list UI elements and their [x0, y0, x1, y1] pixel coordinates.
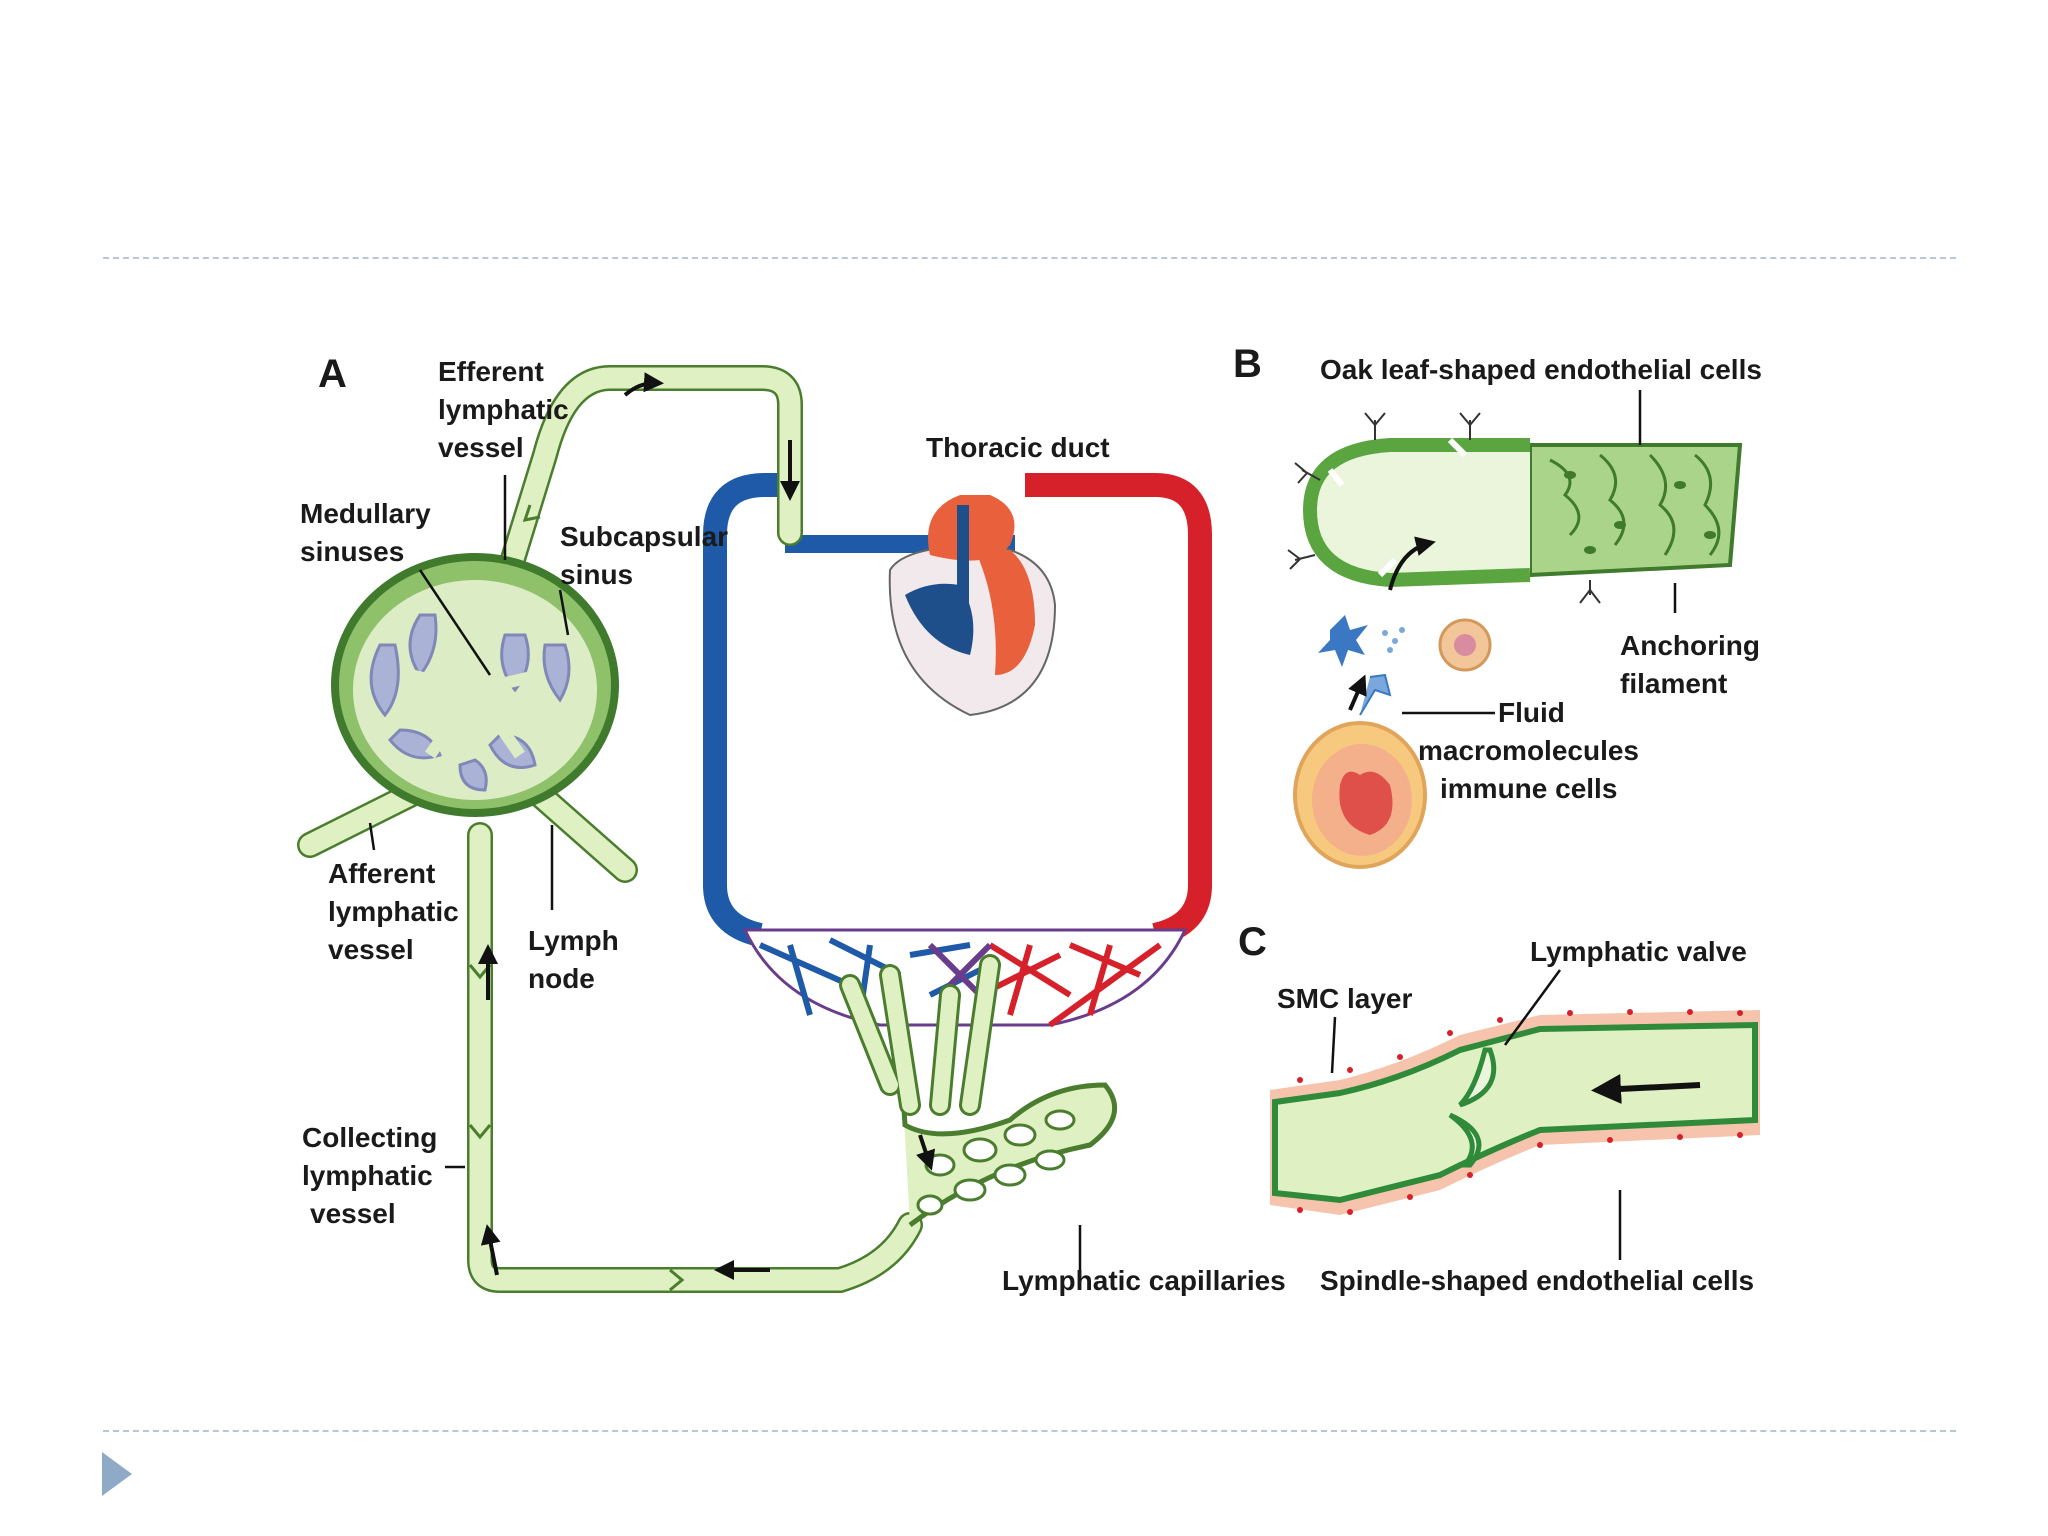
venous-vessel — [703, 473, 785, 947]
panel-b: B Oak leaf-shaped endothelial cells — [1233, 345, 1762, 869]
interstitial-cells — [1293, 615, 1492, 869]
efferent-duct-path — [494, 367, 801, 596]
initial-lymphatic-vessel — [1287, 412, 1743, 604]
label-anchoring-1: Anchoring — [1620, 630, 1760, 661]
label-thoracic-duct: Thoracic duct — [926, 432, 1110, 463]
label-efferent-2: lymphatic — [438, 394, 569, 425]
lymphatic-system-diagram: A Efferent lymphatic vessel Medullary si… — [297, 345, 1762, 1296]
label-smc-layer: SMC layer — [1277, 983, 1412, 1014]
lymphatic-capillaries — [839, 954, 1117, 1228]
top-divider — [103, 257, 1956, 259]
flow-direction-arrow — [1591, 1073, 1701, 1104]
panel-b-leaders — [1402, 390, 1677, 715]
label-collecting-1: Collecting — [302, 1122, 437, 1153]
lymph-node — [331, 553, 619, 817]
afferent-vessel-right — [529, 784, 636, 881]
label-medullary-2: sinuses — [300, 536, 404, 567]
heart — [785, 495, 1057, 717]
panel-a: A Efferent lymphatic vessel Medullary si… — [297, 352, 1286, 1296]
label-afferent-1: Afferent — [328, 858, 435, 889]
label-afferent-3: vessel — [328, 934, 414, 965]
label-medullary-1: Medullary — [300, 498, 431, 529]
label-lymph-node-1: Lymph — [528, 925, 619, 956]
label-spindle-shaped: Spindle-shaped endothelial cells — [1320, 1265, 1754, 1296]
label-subcapsular-2: sinus — [560, 559, 633, 590]
bottom-divider — [103, 1430, 1956, 1432]
label-efferent-3: vessel — [438, 432, 524, 463]
label-subcapsular-1: Subcapsular — [560, 521, 728, 552]
dendritic-cell — [1318, 615, 1368, 667]
label-lymphatic-capillaries: Lymphatic capillaries — [1002, 1265, 1286, 1296]
valve-leaflet-bottom — [1448, 1112, 1482, 1168]
label-afferent-2: lymphatic — [328, 896, 459, 927]
label-collecting-2: lymphatic — [302, 1160, 433, 1191]
panel-a-leaders — [368, 475, 1082, 1280]
label-lymphatic-valve: Lymphatic valve — [1530, 936, 1747, 967]
panel-c-letter: C — [1238, 920, 1267, 964]
valve-leaflet-top — [1458, 1047, 1497, 1108]
play-triangle-icon[interactable] — [102, 1452, 132, 1496]
label-collecting-3: vessel — [310, 1198, 396, 1229]
label-oak-leaf: Oak leaf-shaped endothelial cells — [1320, 354, 1762, 385]
anchoring-filaments — [1287, 412, 1601, 604]
oak-leaf-cell-junctions — [1549, 453, 1721, 556]
label-macromolecules: macromolecules — [1418, 735, 1639, 766]
panel-c: C Lymphatic valve SMC layer Spindle-shap… — [1238, 920, 1760, 1296]
label-immune-cells: immune cells — [1440, 773, 1617, 804]
panel-b-letter: B — [1233, 345, 1262, 386]
panel-a-letter: A — [318, 352, 347, 396]
label-lymph-node-2: node — [528, 963, 595, 994]
vessel-lumen — [1272, 1021, 1758, 1204]
collecting-vessel-path — [469, 824, 921, 1291]
label-anchoring-2: filament — [1620, 668, 1727, 699]
collecting-vessel-section — [1270, 1009, 1760, 1215]
label-fluid: Fluid — [1498, 697, 1565, 728]
panel-c-leaders — [1330, 969, 1622, 1260]
label-efferent-1: Efferent — [438, 356, 544, 387]
arterial-vessel — [1025, 473, 1212, 947]
